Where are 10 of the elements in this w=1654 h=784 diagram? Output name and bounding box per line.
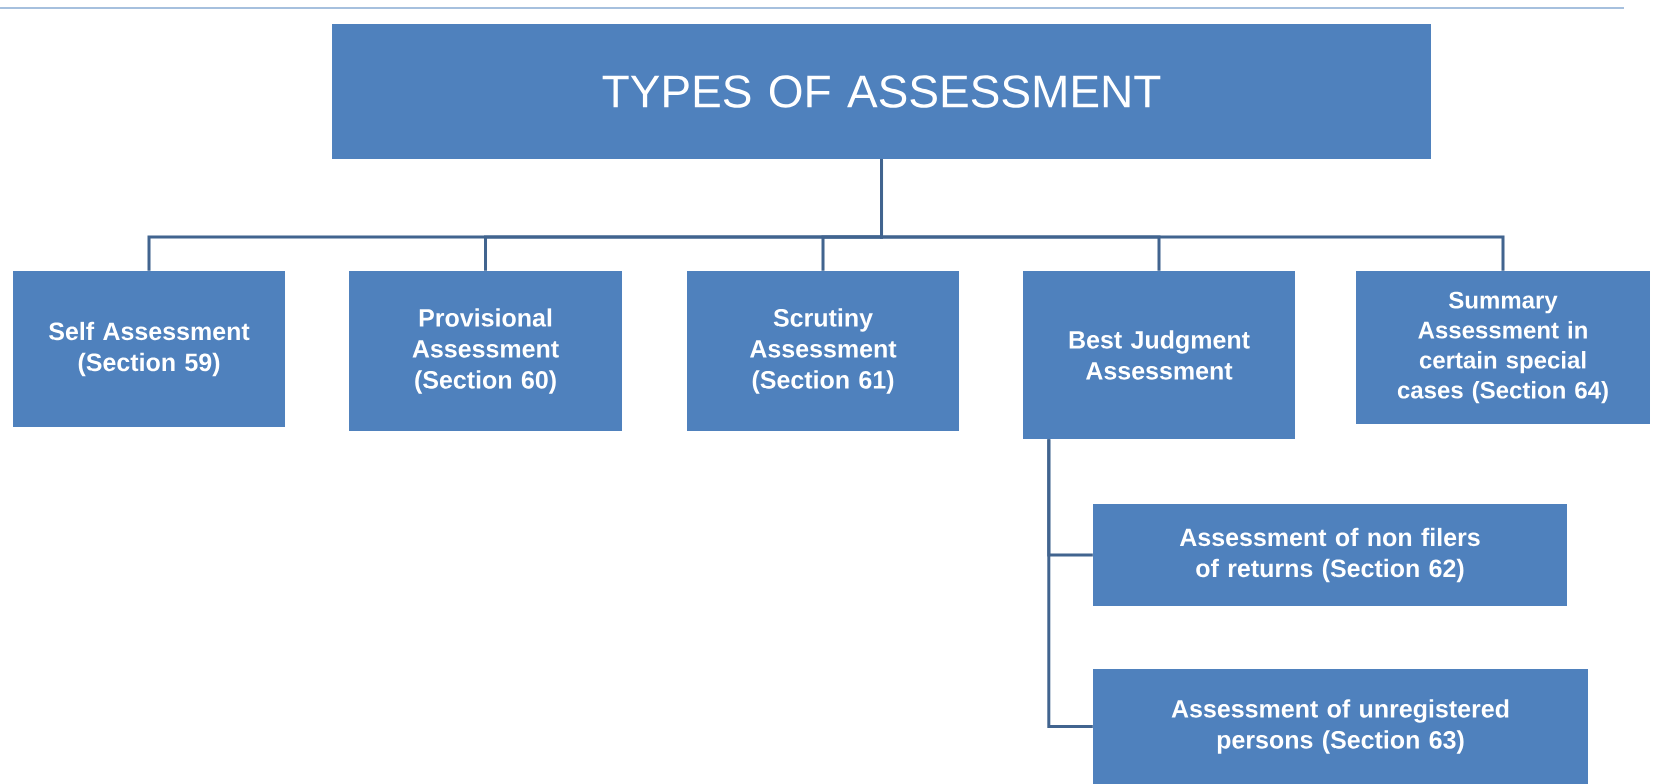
- assessment-box: Summary Assessment in certain special cases (Section 64): [1356, 271, 1650, 424]
- assessment-box: Assessment of non filers of returns (Section 62): [1093, 504, 1567, 606]
- title-box: TYPES OF ASSESSMENT: [332, 24, 1431, 159]
- assessment-box: Scrutiny Assessment (Section 61): [687, 271, 959, 431]
- assessment-box: Self Assessment (Section 59): [13, 271, 285, 427]
- assessment-box: Best Judgment Assessment: [1023, 271, 1295, 439]
- assessment-box: Assessment of unregistered persons (Section 63): [1093, 669, 1588, 784]
- assessment-box: Provisional Assessment (Section 60): [349, 271, 622, 431]
- connector-line: [1047, 439, 1093, 728]
- connector-line: [880, 159, 1505, 271]
